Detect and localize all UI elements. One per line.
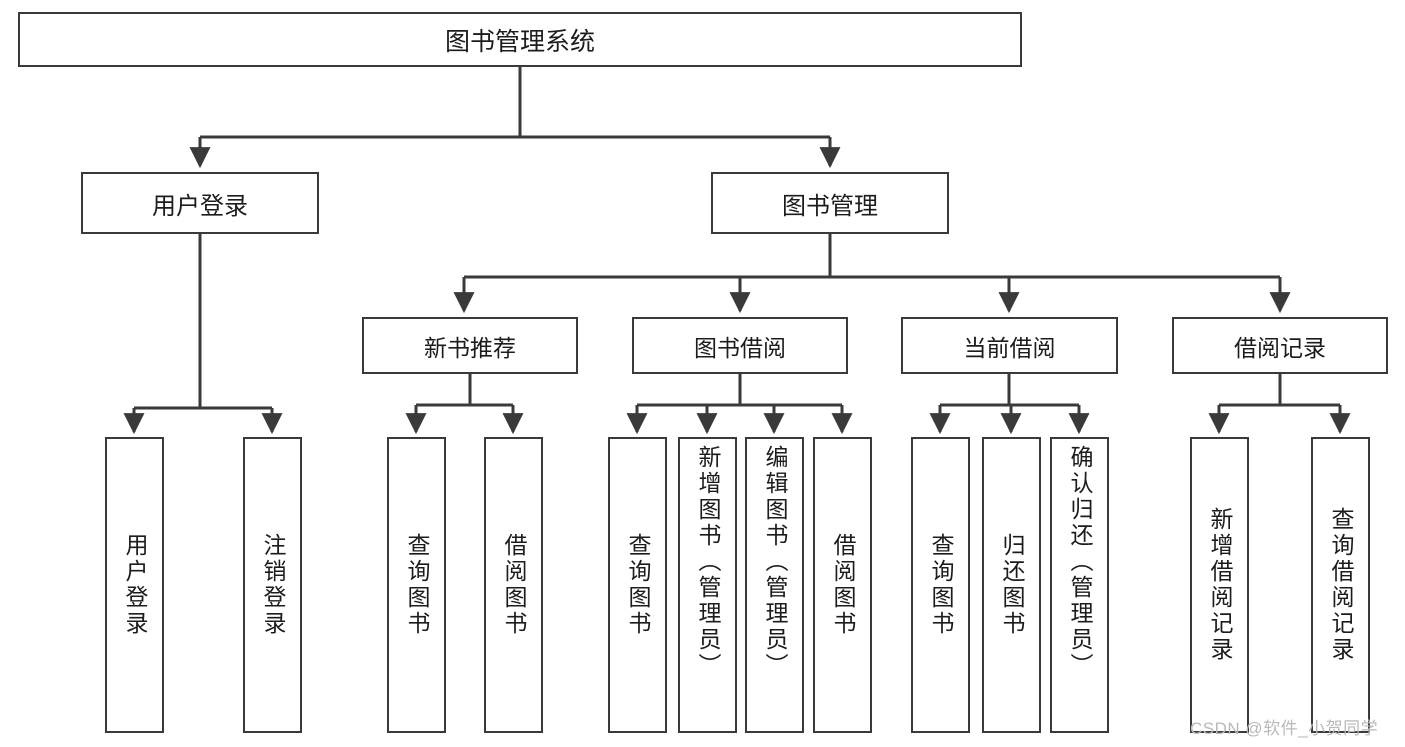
leaf-add-book-label: 新增图书（管理员） xyxy=(695,445,721,679)
leaf-confirm-return-label: 确认归还（管理员） xyxy=(1067,445,1093,679)
leaf-query-book-3-label: 查询图书 xyxy=(928,533,954,637)
leaf-query-record-label: 查询借阅记录 xyxy=(1328,507,1354,663)
leaf-return-book-label: 归还图书 xyxy=(999,533,1025,637)
leaf-query-record[interactable]: 查询借阅记录 xyxy=(1311,437,1370,733)
node-borrow-record[interactable]: 借阅记录 xyxy=(1172,317,1388,374)
leaf-edit-book-label: 编辑图书（管理员） xyxy=(762,445,788,679)
node-book-manage[interactable]: 图书管理 xyxy=(711,172,949,234)
leaf-borrow-book-1[interactable]: 借阅图书 xyxy=(484,437,543,733)
node-new-book-recommend-label: 新书推荐 xyxy=(424,334,516,361)
leaf-confirm-return[interactable]: 确认归还（管理员） xyxy=(1050,437,1109,733)
node-book-manage-label: 图书管理 xyxy=(782,192,878,220)
node-new-book-recommend[interactable]: 新书推荐 xyxy=(362,317,578,374)
node-current-borrow[interactable]: 当前借阅 xyxy=(901,317,1118,374)
node-root-label: 图书管理系统 xyxy=(444,27,595,56)
watermark: CSDN @软件_小贺同学 xyxy=(1190,719,1379,738)
leaf-add-record-label: 新增借阅记录 xyxy=(1207,507,1233,663)
leaf-return-book[interactable]: 归还图书 xyxy=(982,437,1041,733)
leaf-add-record[interactable]: 新增借阅记录 xyxy=(1190,437,1249,733)
leaf-query-book-2-label: 查询图书 xyxy=(625,533,651,637)
leaf-borrow-book-1-label: 借阅图书 xyxy=(501,533,527,637)
leaf-query-book-3[interactable]: 查询图书 xyxy=(911,437,970,733)
leaf-query-book-2[interactable]: 查询图书 xyxy=(608,437,667,733)
node-user-login-label: 用户登录 xyxy=(152,192,248,220)
leaf-user-login[interactable]: 用户登录 xyxy=(105,437,164,733)
node-current-borrow-label: 当前借阅 xyxy=(963,334,1056,361)
leaf-borrow-book-2[interactable]: 借阅图书 xyxy=(813,437,872,733)
node-book-borrow-label: 图书借阅 xyxy=(694,334,786,361)
leaf-query-book-1-label: 查询图书 xyxy=(404,533,430,637)
node-user-login[interactable]: 用户登录 xyxy=(81,172,319,234)
node-root[interactable]: 图书管理系统 xyxy=(18,12,1022,67)
leaf-borrow-book-2-label: 借阅图书 xyxy=(830,533,856,637)
leaf-query-book-1[interactable]: 查询图书 xyxy=(387,437,446,733)
node-borrow-record-label: 借阅记录 xyxy=(1234,334,1326,361)
leaf-logout[interactable]: 注销登录 xyxy=(243,437,302,733)
leaf-user-login-label: 用户登录 xyxy=(122,533,148,637)
node-book-borrow[interactable]: 图书借阅 xyxy=(632,317,848,374)
leaf-edit-book[interactable]: 编辑图书（管理员） xyxy=(745,437,804,733)
leaf-logout-label: 注销登录 xyxy=(260,533,286,637)
leaf-add-book[interactable]: 新增图书（管理员） xyxy=(678,437,737,733)
